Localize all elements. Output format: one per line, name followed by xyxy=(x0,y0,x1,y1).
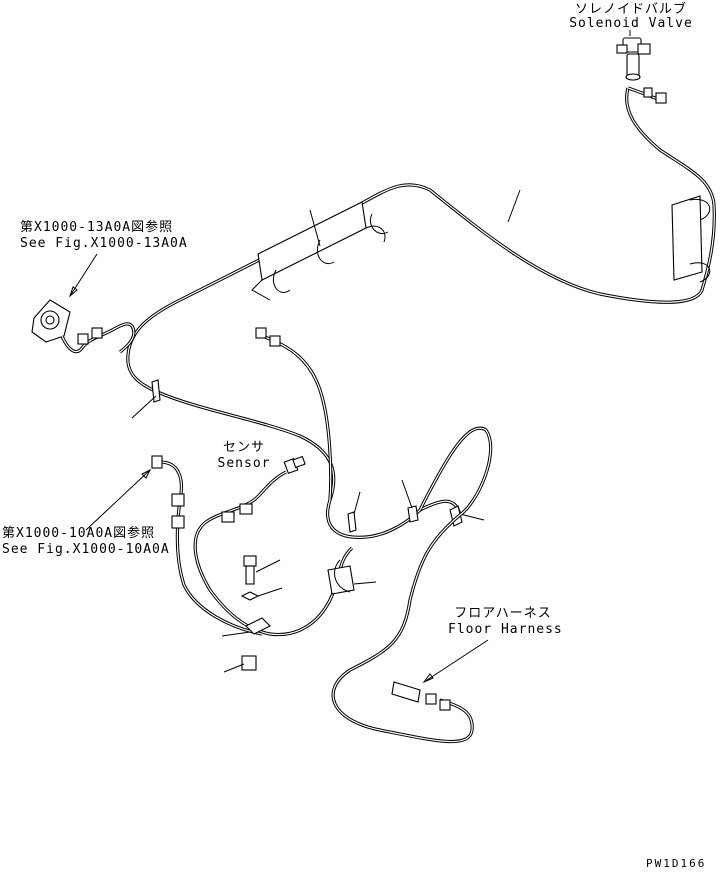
solenoid-valve-label-jp: ソレノイドバルブ xyxy=(574,2,687,17)
right-protector xyxy=(671,195,711,283)
bolt-stack xyxy=(221,555,283,673)
drawing-code: PW1D166 xyxy=(646,857,707,870)
ref-10a0a-label-jp: 第X1000-10A0A図参照 xyxy=(2,526,156,541)
ref-13a0a-label-en: See Fig.X1000-13A0A xyxy=(20,236,188,251)
ref-13a0a-label-jp: 第X1000-13A0A図参照 xyxy=(20,220,174,235)
floor-harness-label-en: Floor Harness xyxy=(448,622,563,637)
lower-clamp xyxy=(327,559,377,595)
left-connector-13a0a xyxy=(31,253,136,354)
sensor-label-jp: センサ xyxy=(222,440,265,455)
main-harness-cable xyxy=(126,87,716,539)
upper-protector-tube xyxy=(251,189,521,301)
left-lower-branch xyxy=(85,455,263,636)
solenoid-branch xyxy=(627,86,667,104)
ref-10a0a-label-en: See Fig.X1000-10A0A xyxy=(2,542,170,557)
middle-clamps xyxy=(347,479,485,533)
left-clamp xyxy=(131,379,161,419)
sensor-label-en: Sensor xyxy=(217,456,271,471)
middle-branch-cable xyxy=(255,327,333,501)
sensor-icon xyxy=(193,455,354,637)
floor-harness-label-jp: フロアハーネス xyxy=(454,606,552,621)
solenoid-valve-icon xyxy=(616,37,651,81)
solenoid-valve-label-en: Solenoid Valve xyxy=(569,16,693,31)
right-loop-cable xyxy=(331,426,493,744)
